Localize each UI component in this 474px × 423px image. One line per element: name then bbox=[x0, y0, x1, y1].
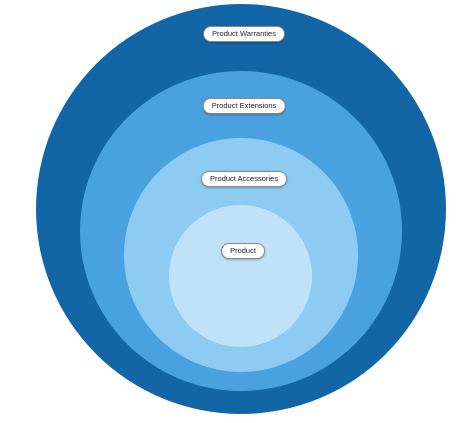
layer-accessories-label: Product Accessories bbox=[201, 171, 287, 187]
layer-extensions-label: Product Extensions bbox=[202, 98, 286, 114]
layer-product-label: Product bbox=[221, 243, 265, 259]
layer-product-circle bbox=[169, 205, 312, 347]
layer-warranties-label: Product Warranties bbox=[203, 26, 285, 42]
